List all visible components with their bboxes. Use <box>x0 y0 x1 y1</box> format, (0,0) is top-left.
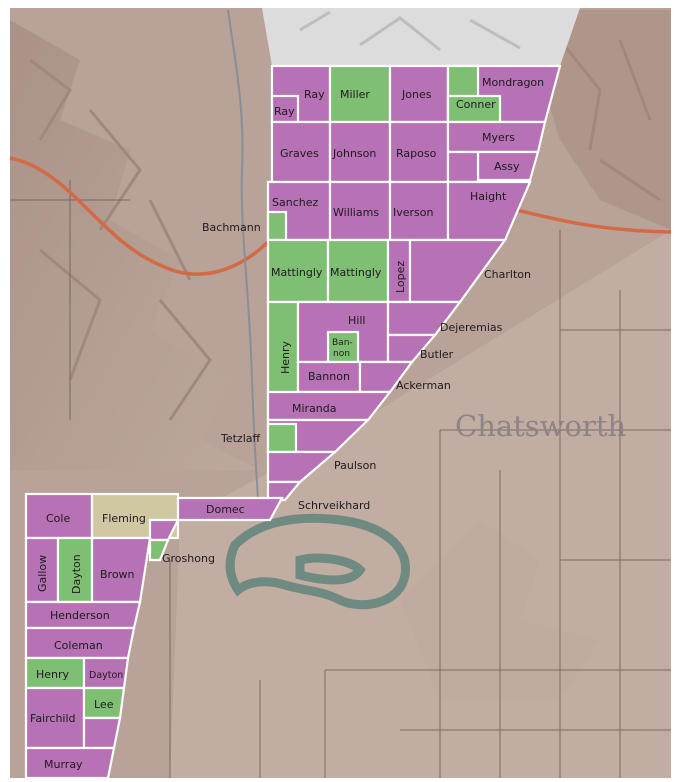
parcel-groshong-green <box>148 538 170 562</box>
parcel-fairchild <box>24 686 86 750</box>
parcels-north <box>266 64 562 502</box>
town-label-chatsworth: Chatsworth <box>455 409 626 443</box>
parcel-iverson <box>388 180 450 242</box>
label-mondragon: Mondragon <box>482 76 544 89</box>
label-miller: Miller <box>340 88 370 101</box>
label-groshong: Groshong <box>162 552 215 565</box>
parcel-south-tip <box>266 480 303 502</box>
label-ray-small: Ray <box>274 105 295 118</box>
label-conner: Conner <box>456 98 496 111</box>
river <box>225 513 411 610</box>
label-paulson: Paulson <box>334 459 376 472</box>
label-henderson: Henderson <box>50 609 110 622</box>
label-fleming: Fleming <box>102 512 146 525</box>
parcel-mattingly-2 <box>326 238 390 304</box>
parcel-bannon-small <box>326 330 360 364</box>
label-graves: Graves <box>280 147 319 160</box>
parcel-mattingly-1 <box>266 238 330 304</box>
parcel-graves <box>270 120 332 184</box>
label-johnson: Johnson <box>332 147 376 160</box>
mountains-north <box>262 8 580 66</box>
parcel-tetzlaff-green <box>266 422 298 454</box>
railroad <box>227 9 259 501</box>
label-bannon: Bannon <box>308 370 350 383</box>
parcel-myers-b <box>446 150 480 184</box>
label-ackerman: Ackerman <box>396 379 451 392</box>
label-bannon-small-1: Ban- <box>332 338 353 348</box>
label-tetzlaff: Tetzlaff <box>220 432 261 445</box>
label-bachmann: Bachmann <box>202 221 261 234</box>
label-hill: Hill <box>348 314 365 327</box>
label-mattingly-2: Mattingly <box>330 266 382 279</box>
label-murray: Murray <box>44 758 83 771</box>
label-haight: Haight <box>470 190 507 203</box>
parcel-labels: Ray Ray Miller Jones Mondragon Conner My… <box>30 76 544 771</box>
label-dayton: Dayton <box>89 670 123 681</box>
parcel-jones <box>388 64 450 124</box>
label-mattingly-1: Mattingly <box>271 266 323 279</box>
label-bannon-small-2: non <box>333 349 350 359</box>
label-henry: Henry <box>36 668 70 681</box>
label-lopez: Lopez <box>394 261 407 293</box>
label-butler: Butler <box>420 348 454 361</box>
valley-floor <box>170 230 671 778</box>
parcel-ray-small <box>270 94 300 124</box>
label-henry-vertical: Henry <box>279 340 292 374</box>
label-dayton-vertical: Dayton <box>70 554 83 594</box>
label-charlton: Charlton <box>484 268 531 281</box>
label-cole: Cole <box>46 512 70 525</box>
parcel-dayton-vertical <box>56 536 94 604</box>
label-sanchez: Sanchez <box>272 196 318 209</box>
parcel-conner <box>446 94 502 124</box>
label-coleman: Coleman <box>54 639 103 652</box>
label-myers: Myers <box>482 131 515 144</box>
label-raposo: Raposo <box>396 147 437 160</box>
label-fairchild: Fairchild <box>30 712 76 725</box>
parcels-southwest <box>24 492 284 780</box>
label-jones: Jones <box>401 88 432 101</box>
label-assy: Assy <box>494 160 520 173</box>
label-dejeremias: Dejeremias <box>440 321 503 334</box>
label-miranda: Miranda <box>292 402 337 415</box>
label-ray-top: Ray <box>304 88 325 101</box>
label-williams: Williams <box>333 206 379 219</box>
parcel-murray <box>24 746 116 780</box>
label-gallow: Gallow <box>36 555 49 592</box>
label-brown: Brown <box>100 568 135 581</box>
label-domec: Domec <box>206 503 245 516</box>
road-grid <box>10 180 671 778</box>
label-schrveikhard: Schrveikhard <box>298 499 370 512</box>
label-iverson: Iverson <box>393 206 434 219</box>
parcel-green-strip <box>266 210 288 242</box>
label-lee: Lee <box>94 698 114 711</box>
parcel-lee-south <box>82 716 122 750</box>
